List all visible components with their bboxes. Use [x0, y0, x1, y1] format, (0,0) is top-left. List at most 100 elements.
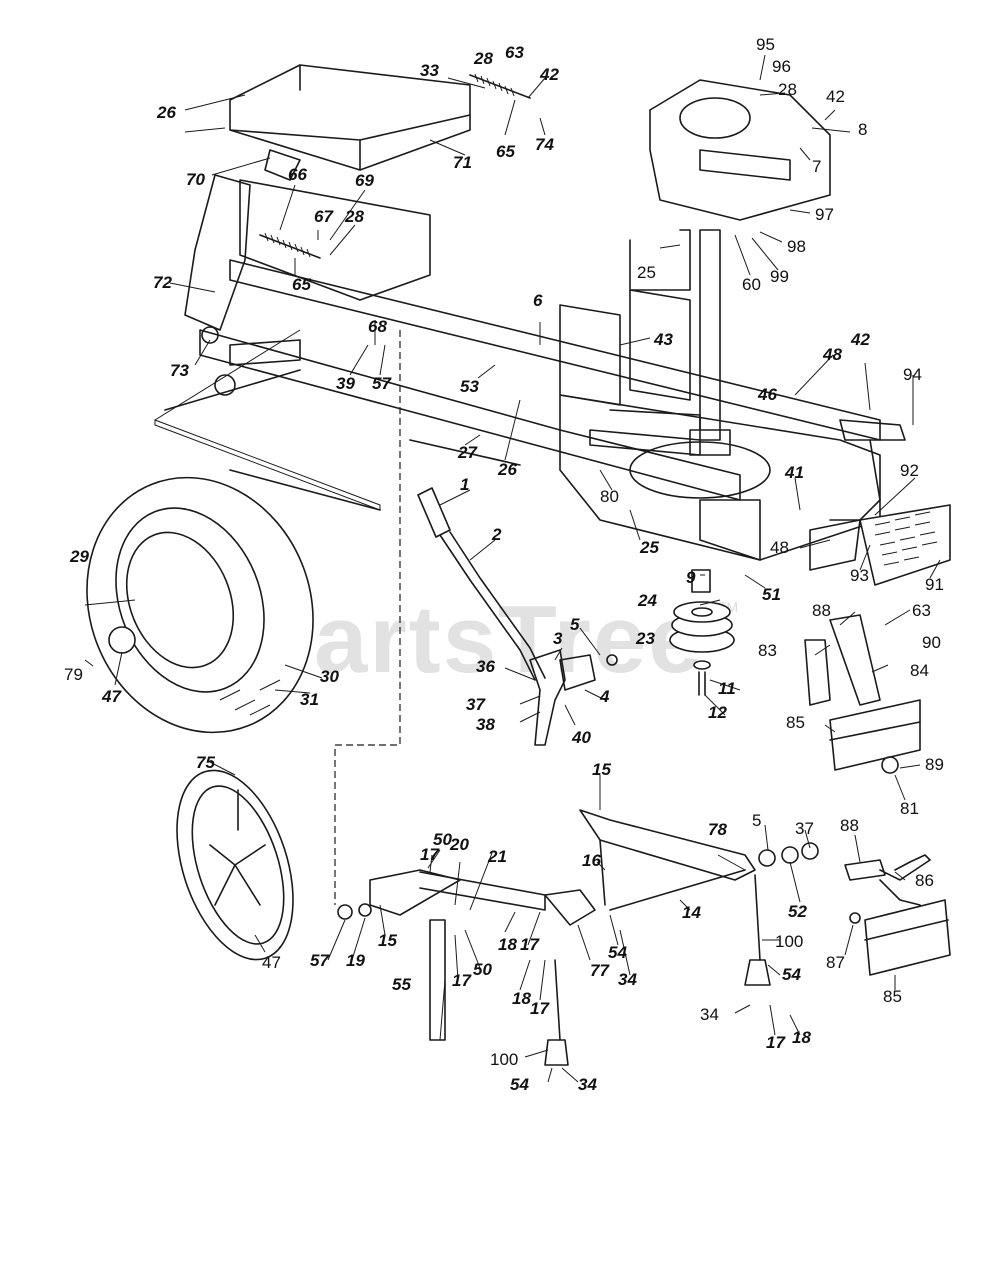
callout-87: 87	[826, 953, 845, 972]
watermark: PartsTree TM	[248, 586, 738, 693]
callout-92: 92	[900, 461, 919, 480]
callout-99: 99	[770, 267, 789, 286]
callout-89: 89	[925, 755, 944, 774]
callout-96: 96	[772, 57, 791, 76]
callout-79: 79	[64, 665, 83, 684]
callout-17: 17	[530, 999, 550, 1018]
pulley-assembly	[669, 569, 735, 696]
deck-lift-linkage	[337, 809, 819, 1066]
callout-78: 78	[708, 820, 727, 839]
callout-97: 97	[815, 205, 834, 224]
callout-24: 24	[637, 591, 657, 610]
callout-90: 90	[922, 633, 941, 652]
callout-50: 50	[473, 960, 492, 979]
callout-54: 54	[510, 1075, 529, 1094]
callout-28: 28	[344, 207, 364, 226]
callout-23: 23	[635, 629, 655, 648]
callout-54: 54	[608, 943, 627, 962]
callout-8: 8	[858, 120, 867, 139]
callout-91: 91	[925, 575, 944, 594]
callout-85: 85	[883, 987, 902, 1006]
callout-9: 9	[686, 568, 696, 587]
callout-7: 7	[812, 157, 821, 176]
pedal-assembly	[417, 487, 618, 746]
callout-27: 27	[457, 443, 478, 462]
callout-40: 40	[571, 728, 591, 747]
callout-75: 75	[196, 753, 215, 772]
callout-43: 43	[653, 330, 673, 349]
callout-11: 11	[718, 679, 736, 698]
callout-29: 29	[69, 547, 89, 566]
callout-2: 2	[491, 525, 502, 544]
callout-37: 37	[795, 819, 814, 838]
callout-48: 48	[822, 345, 842, 364]
callout-88: 88	[840, 816, 859, 835]
callout-53: 53	[460, 377, 479, 396]
callout-70: 70	[186, 170, 205, 189]
callout-18: 18	[498, 935, 517, 954]
callout-34: 34	[700, 1005, 719, 1024]
callout-39: 39	[336, 374, 355, 393]
callout-63: 63	[505, 43, 524, 62]
callout-98: 98	[787, 237, 806, 256]
callout-33: 33	[420, 61, 439, 80]
callout-15: 15	[378, 931, 397, 950]
heat-shield	[809, 504, 951, 586]
seat-fender-assembly	[184, 64, 531, 366]
callout-16: 16	[582, 851, 601, 870]
callout-19: 19	[346, 951, 365, 970]
callout-51: 51	[762, 585, 781, 604]
callout-57: 57	[310, 951, 330, 970]
callout-28: 28	[778, 80, 797, 99]
callout-4: 4	[599, 687, 610, 706]
part-callouts: 26 70 72 73 33 28 63 42 65 74 71 66 69 6…	[64, 35, 944, 1094]
callout-72: 72	[153, 273, 172, 292]
callout-6: 6	[533, 291, 543, 310]
callout-46: 46	[757, 385, 777, 404]
callout-80: 80	[600, 487, 619, 506]
callout-18: 18	[792, 1028, 811, 1047]
callout-50: 50	[433, 830, 452, 849]
callout-14: 14	[682, 903, 701, 922]
callout-30: 30	[320, 667, 339, 686]
callout-71: 71	[453, 153, 472, 172]
callout-42: 42	[539, 65, 559, 84]
callout-47: 47	[101, 687, 122, 706]
callout-65: 65	[496, 142, 515, 161]
callout-12: 12	[708, 703, 727, 722]
callout-63: 63	[912, 601, 931, 620]
exhaust-assembly	[804, 614, 921, 774]
callout-60: 60	[742, 275, 761, 294]
callout-15: 15	[592, 760, 611, 779]
callout-5: 5	[570, 615, 580, 634]
callout-20: 20	[449, 835, 469, 854]
hub-cap	[176, 769, 294, 961]
engine-assembly	[629, 79, 831, 456]
callout-88: 88	[812, 601, 831, 620]
callout-26: 26	[156, 103, 176, 122]
callout-1: 1	[460, 475, 469, 494]
callout-5: 5	[752, 811, 761, 830]
callout-25: 25	[639, 538, 659, 557]
callout-94: 94	[903, 365, 922, 384]
muffler-lower	[844, 854, 951, 976]
callout-26: 26	[497, 460, 517, 479]
callout-77: 77	[590, 961, 610, 980]
callout-81: 81	[900, 799, 919, 818]
leader-lines	[84, 54, 941, 1083]
callout-17: 17	[766, 1033, 786, 1052]
callout-3: 3	[553, 629, 563, 648]
callout-17: 17	[452, 971, 472, 990]
callout-42: 42	[850, 330, 870, 349]
callout-42: 42	[826, 87, 845, 106]
callout-21: 21	[487, 847, 507, 866]
callout-66: 66	[288, 165, 307, 184]
callout-100: 100	[775, 932, 803, 951]
callout-38: 38	[476, 715, 495, 734]
callout-84: 84	[910, 661, 929, 680]
callout-83: 83	[758, 641, 777, 660]
callout-95: 95	[756, 35, 775, 54]
callout-93: 93	[850, 566, 869, 585]
callout-25: 25	[637, 263, 656, 282]
